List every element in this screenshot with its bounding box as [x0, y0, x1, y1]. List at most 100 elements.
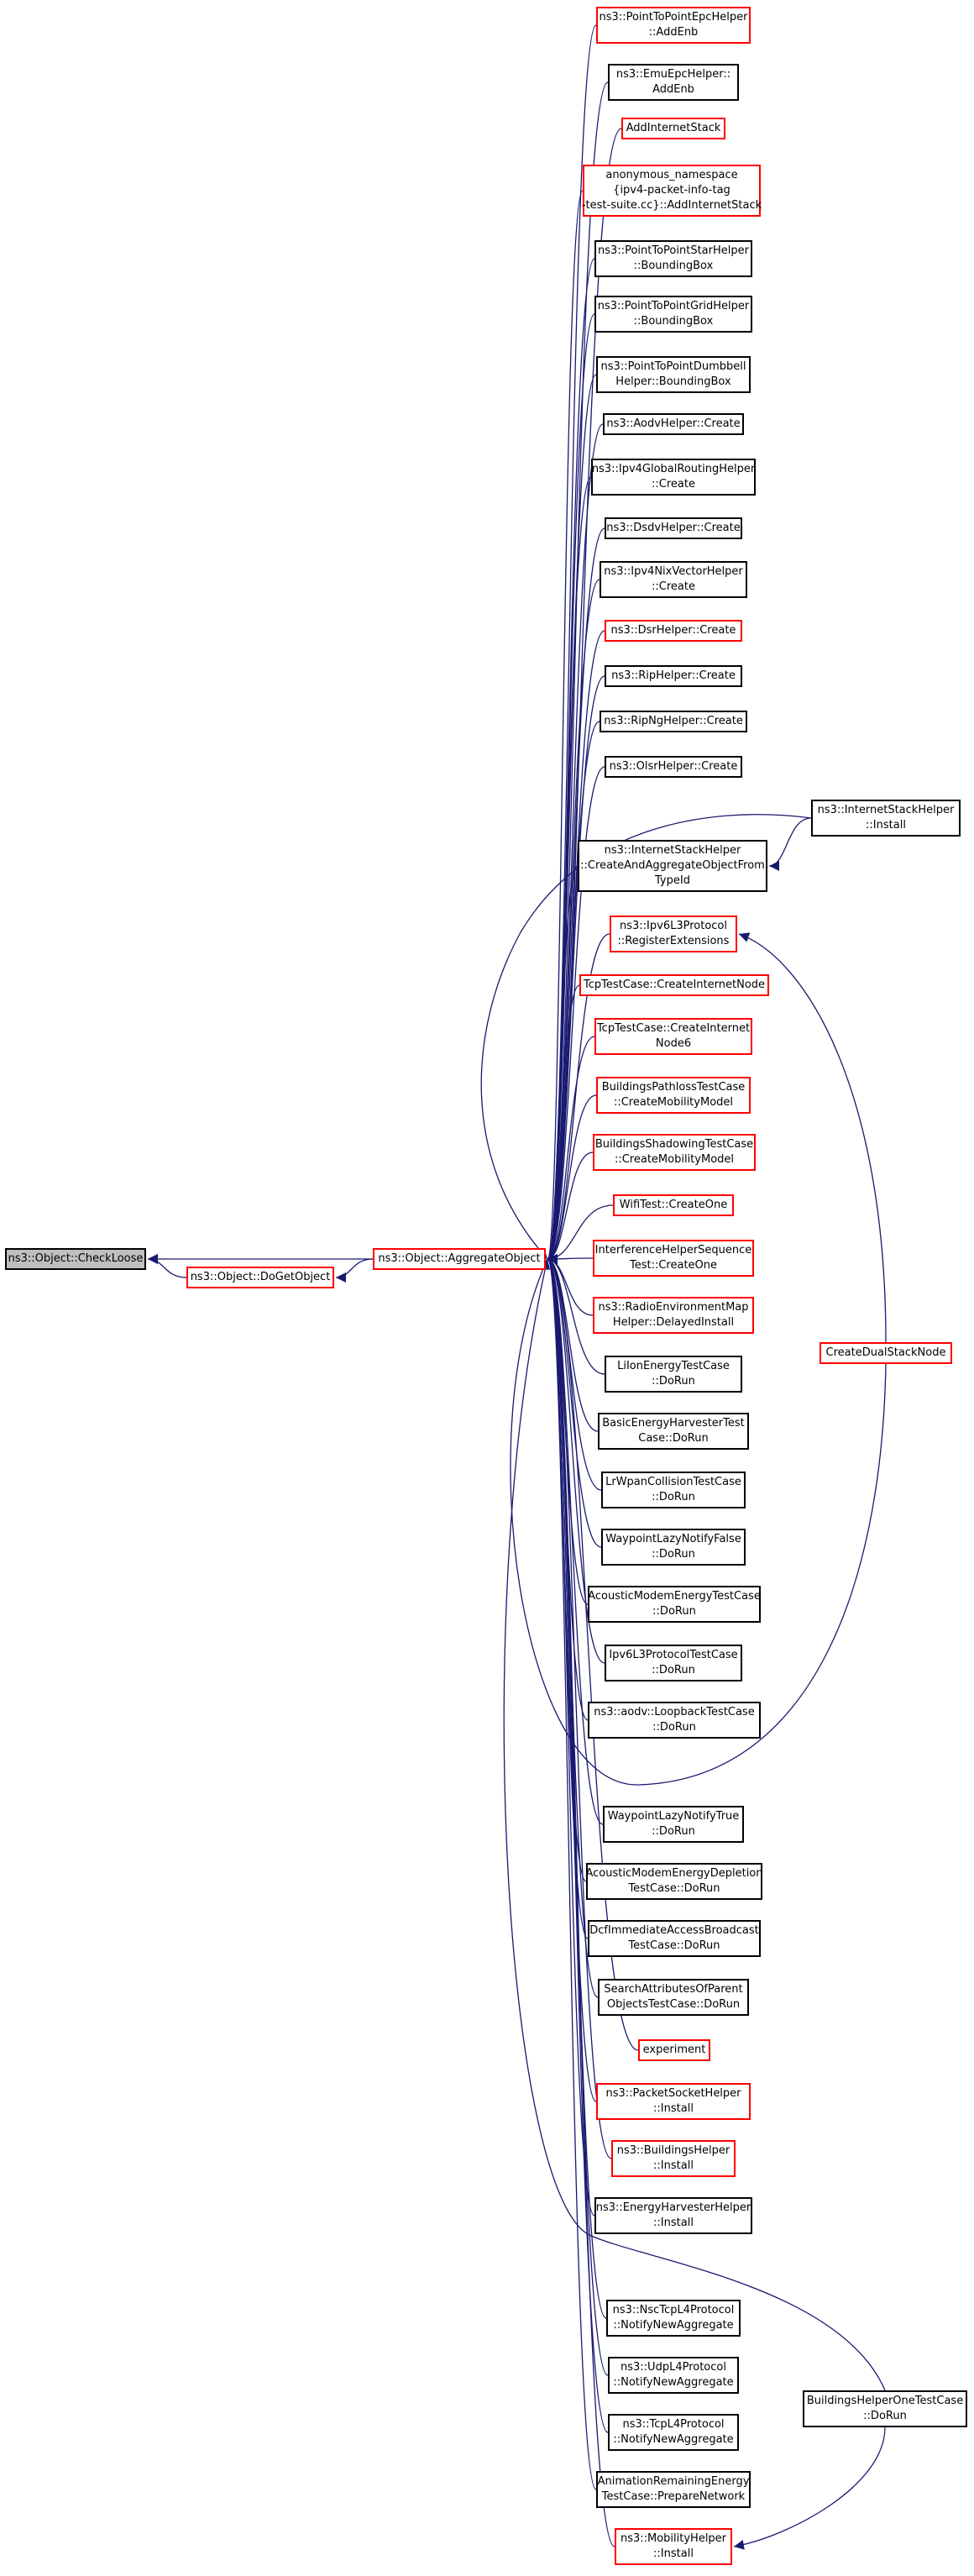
edge-ipv4nix-create-to-aggregate — [547, 579, 600, 1264]
graph-node-olsr-create[interactable]: ns3::OlsrHelper::Create — [605, 756, 742, 778]
graph-node-rip-create[interactable]: ns3::RipHelper::Create — [605, 665, 742, 687]
graph-node-ipv4global-create[interactable]: ns3::Ipv4GlobalRoutingHelper::Create — [591, 459, 756, 496]
node-label-line: ::DoRun — [652, 1548, 695, 1561]
graph-node-aodv-create[interactable]: ns3::AodvHelper::Create — [603, 413, 744, 435]
node-label-line: ns3::Object::CheckLoose — [8, 1252, 144, 1265]
node-label-line: ::Install — [653, 2159, 694, 2172]
edge-createdualstack-to-regext — [738, 932, 887, 1343]
node-label-line: ::CreateAndAggregateObjectFrom — [580, 859, 765, 872]
graph-node-tcpl4-notify[interactable]: ns3::TcpL4Protocol::NotifyNewAggregate — [608, 2414, 739, 2451]
node-label-line: ::Create — [652, 478, 695, 491]
node-label-line: ::Install — [653, 2547, 694, 2560]
node-label-line: ns3::PointToPointDumbbell — [600, 360, 746, 373]
node-label-line: ::DoRun — [652, 1721, 696, 1734]
graph-node-dsr-create[interactable]: ns3::DsrHelper::Create — [605, 620, 742, 642]
graph-node-checkloose[interactable]: ns3::Object::CheckLoose — [5, 1248, 146, 1270]
node-label-line: Test::CreateOne — [629, 1259, 718, 1272]
edge-bhelperone-to-aggregate — [503, 1258, 886, 2391]
graph-node-tcp-createnode[interactable]: TcpTestCase::CreateInternetNode — [579, 974, 769, 996]
edge-olsr-create-to-aggregate — [547, 766, 605, 1264]
node-label-line: AddInternetStack — [626, 122, 721, 134]
graph-node-waypointtrue-dorun[interactable]: WaypointLazyNotifyTrue::DoRun — [603, 1806, 744, 1843]
graph-node-aggregate[interactable]: ns3::Object::AggregateObject — [373, 1248, 546, 1270]
graph-node-inetstack-createagg[interactable]: ns3::InternetStackHelper::CreateAndAggre… — [578, 840, 767, 892]
graph-node-dogetobject[interactable]: ns3::Object::DoGetObject — [186, 1267, 334, 1288]
graph-node-experiment[interactable]: experiment — [638, 2039, 710, 2061]
graph-node-p2pepc-addenb[interactable]: ns3::PointToPointEpcHelper::AddEnb — [596, 7, 751, 44]
node-label-line: SearchAttributesOfParent — [604, 1983, 743, 1996]
graph-node-emuepc-addenb[interactable]: ns3::EmuEpcHelper::AddEnb — [608, 64, 739, 101]
node-label-line: ::NotifyNewAggregate — [613, 2319, 734, 2332]
node-label-line: ns3::DsrHelper::Create — [610, 624, 736, 637]
graph-node-lrwpan-dorun[interactable]: LrWpanCollisionTestCase::DoRun — [601, 1472, 746, 1508]
graph-node-nsctcp-notify[interactable]: ns3::NscTcpL4Protocol::NotifyNewAggregat… — [606, 2300, 741, 2337]
node-label-line: ::Install — [866, 819, 906, 832]
graph-node-addinternetstack[interactable]: AddInternetStack — [621, 118, 725, 139]
node-label-line: WaypointLazyNotifyTrue — [607, 1810, 740, 1823]
graph-node-grid-bbox[interactable]: ns3::PointToPointGridHelper::BoundingBox — [594, 296, 752, 333]
graph-node-ipv6l3-regext[interactable]: ns3::Ipv6L3Protocol::RegisterExtensions — [610, 916, 737, 952]
graph-node-buildings-install[interactable]: ns3::BuildingsHelper::Install — [611, 2140, 736, 2177]
graph-node-acoustic-dorun[interactable]: AcousticModemEnergyTestCase::DoRun — [588, 1586, 761, 1623]
node-label-line: ns3::DsdvHelper::Create — [606, 522, 741, 534]
graph-node-mobility-install[interactable]: ns3::MobilityHelper::Install — [615, 2528, 732, 2565]
graph-node-ipv6l3-dorun[interactable]: Ipv6L3ProtocolTestCase::DoRun — [605, 1645, 742, 1681]
node-label-line: TcpTestCase::CreateInternetNode — [583, 978, 766, 991]
graph-node-bshadow-cmm[interactable]: BuildingsShadowingTestCase::CreateMobili… — [593, 1134, 756, 1171]
graph-node-anon-addinternetstack[interactable]: anonymous_namespace{ipv4-packet-info-tag… — [581, 165, 762, 217]
node-label-line: ns3::PacketSocketHelper — [605, 2087, 741, 2100]
node-label-line: ::NotifyNewAggregate — [613, 2433, 734, 2446]
node-label-line: ::NotifyNewAggregate — [613, 2376, 734, 2389]
graph-node-packetsocket-install[interactable]: ns3::PacketSocketHelper::Install — [596, 2083, 751, 2120]
graph-node-liion-dorun[interactable]: LiIonEnergyTestCase::DoRun — [605, 1356, 742, 1393]
node-label-line: ns3::Object::DoGetObject — [190, 1271, 331, 1283]
graph-node-energyharv-install[interactable]: ns3::EnergyHarvesterHelper::Install — [594, 2197, 752, 2234]
node-label-line: AcousticModemEnergyDepletion — [585, 1867, 763, 1880]
node-label-line: ::Install — [653, 2217, 694, 2229]
graph-node-ripng-create[interactable]: ns3::RipNgHelper::Create — [600, 711, 747, 732]
graph-node-bhelperone-dorun[interactable]: BuildingsHelperOneTestCase::DoRun — [803, 2390, 967, 2427]
node-label-line: BasicEnergyHarvesterTest — [602, 1417, 745, 1430]
node-label-line: ns3::Ipv6L3Protocol — [620, 920, 727, 932]
graph-node-ipv4nix-create[interactable]: ns3::Ipv4NixVectorHelper::Create — [600, 561, 747, 598]
graph-node-inetstack-install[interactable]: ns3::InternetStackHelper::Install — [811, 800, 961, 837]
edge-inetstack-install-to-aggregate — [480, 814, 812, 1260]
graph-node-dsdv-create[interactable]: ns3::DsdvHelper::Create — [605, 517, 742, 539]
node-label-line: -test-suite.cc}::AddInternetStack — [581, 199, 762, 212]
edge-ipv6l3-dorun-to-aggregate — [547, 1254, 605, 1664]
edge-dogetobject-to-checkloose — [147, 1254, 187, 1278]
node-label-line: BuildingsShadowingTestCase — [594, 1138, 754, 1151]
node-label-line: ns3::BuildingsHelper — [616, 2144, 730, 2157]
node-label-line: ns3::PointToPointStarHelper — [598, 244, 749, 257]
node-label-line: TestCase::DoRun — [628, 1882, 720, 1895]
node-label-line: BuildingsHelperOneTestCase — [806, 2395, 964, 2407]
node-label-line: ns3::RipHelper::Create — [611, 669, 736, 682]
node-label-line: ObjectsTestCase::DoRun — [606, 1998, 741, 2011]
edge-tcpl4-notify-to-aggregate — [547, 1254, 609, 2433]
graph-node-createdualstack[interactable]: CreateDualStackNode — [820, 1342, 952, 1364]
node-label-line: ::RegisterExtensions — [617, 935, 730, 947]
graph-node-aodv-loopback[interactable]: ns3::aodv::LoopbackTestCase::DoRun — [588, 1702, 761, 1739]
graph-node-bpathloss-cmm[interactable]: BuildingsPathlossTestCase::CreateMobilit… — [596, 1077, 751, 1114]
edge-ipv6l3-regext-to-aggregate — [547, 933, 610, 1264]
node-label-line: ns3::RadioEnvironmentMap — [598, 1301, 749, 1314]
graph-node-wifi-createone[interactable]: WifiTest::CreateOne — [613, 1194, 734, 1216]
graph-node-star-bbox[interactable]: ns3::PointToPointStarHelper::BoundingBox — [594, 240, 752, 277]
graph-node-waypointfalse-dorun[interactable]: WaypointLazyNotifyFalse::DoRun — [601, 1529, 746, 1566]
node-label-line: TestCase::PrepareNetwork — [601, 2490, 746, 2503]
node-label-line: ns3::PointToPointGridHelper — [597, 300, 750, 312]
node-label-line: ns3::UdpL4Protocol — [621, 2361, 726, 2374]
graph-node-udpl4-notify[interactable]: ns3::UdpL4Protocol::NotifyNewAggregate — [608, 2357, 739, 2394]
node-label-line: ns3::PointToPointEpcHelper — [599, 11, 748, 24]
node-label-line: ::CreateMobilityModel — [613, 1096, 734, 1109]
edge-waypointtrue-dorun-to-aggregate — [547, 1254, 604, 1825]
